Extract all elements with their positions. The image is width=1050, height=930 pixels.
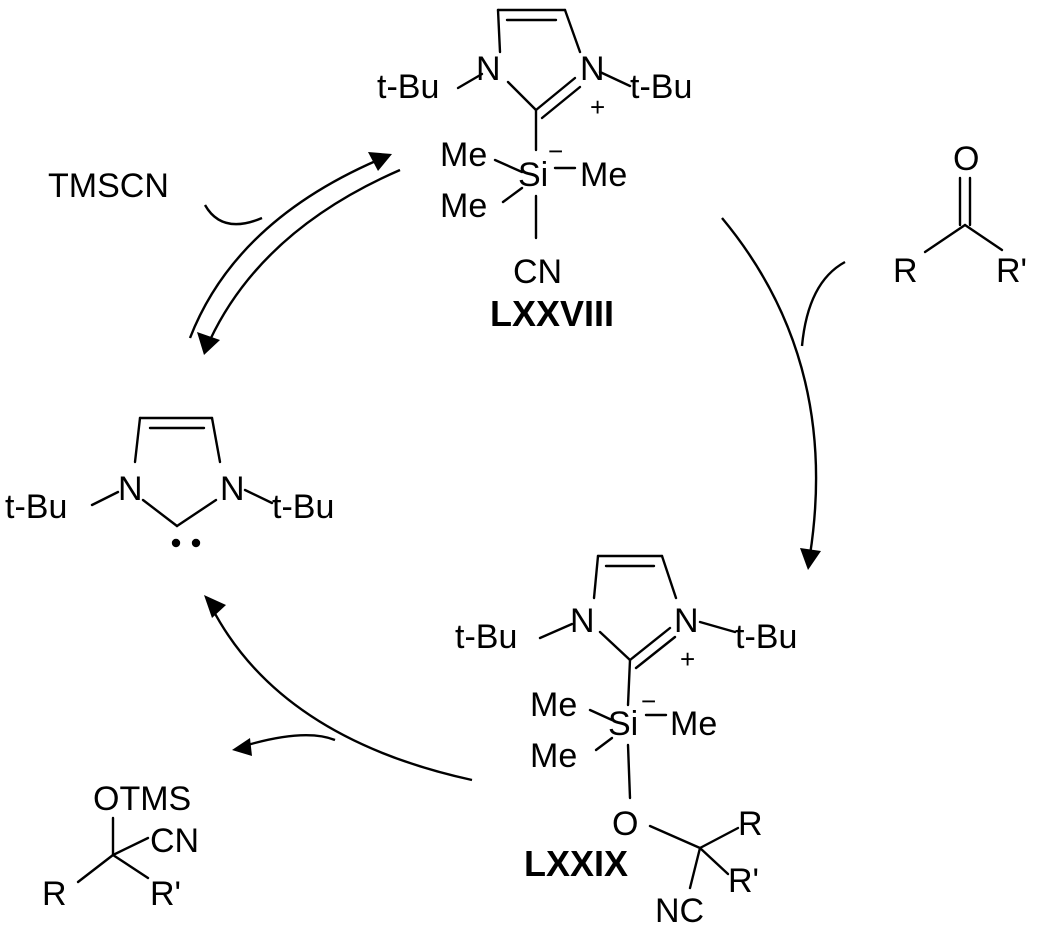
lxxix-me-1: Me	[530, 686, 577, 724]
molecule-lxxix: N N + t-Bu t-Bu Si − Me Me Me O R R' NC …	[455, 554, 797, 930]
lxxix-n-left: N	[570, 602, 595, 640]
regeneration-arrow	[210, 607, 473, 782]
tmscn-entry-arrow	[203, 204, 263, 226]
product-c-cn-bond	[111, 836, 150, 857]
lxxviii-bonds	[456, 8, 632, 240]
carbene-n-right: N	[220, 470, 245, 508]
ketone-cr-bond	[923, 223, 967, 254]
lxxix-label: LXXIX	[524, 843, 628, 884]
lxxix-o: O	[612, 805, 638, 843]
lxxviii-cn: CN	[513, 253, 562, 291]
product-otms: OTMS	[93, 780, 191, 818]
lxxix-tbu-right: t-Bu	[735, 618, 797, 656]
carbene-bonds	[90, 416, 274, 528]
lxxviii-tbu-left: t-Bu	[377, 68, 439, 106]
cycle-arrows	[188, 152, 846, 782]
lxxviii-me-2: Me	[580, 156, 627, 194]
lxxix-r-prime: R'	[728, 862, 759, 900]
product-exit-arrow	[243, 734, 336, 748]
ketone-o: O	[953, 140, 979, 178]
equilibrium-reverse-arrow	[208, 168, 401, 341]
carbene-tbu-right: t-Bu	[272, 488, 334, 526]
lxxix-r: R	[738, 805, 763, 843]
carbene-n-left: N	[118, 470, 143, 508]
lxxix-bonds	[538, 554, 740, 890]
equilibrium-forward-arrow	[188, 158, 379, 339]
ketone-r-prime: R'	[996, 252, 1027, 290]
carbene-lone-pair	[171, 538, 201, 548]
equilibrium-reverse-arrowhead	[197, 332, 220, 355]
product-r-prime: R'	[150, 875, 181, 913]
lxxix-me-3: Me	[530, 737, 577, 775]
lxxviii-minus-charge: −	[548, 136, 563, 166]
molecule-carbene: N N t-Bu t-Bu	[5, 416, 334, 548]
lxxviii-n-left: N	[476, 50, 501, 88]
ketone-r: R	[893, 252, 918, 290]
lxxix-me-2: Me	[670, 705, 717, 743]
equilibrium-forward-arrowhead	[368, 152, 392, 171]
lxxviii-plus-charge: +	[590, 92, 605, 122]
product-r: R	[42, 875, 67, 913]
product-c-r-prime-bond	[111, 853, 150, 880]
lxxviii-me-3: Me	[440, 187, 487, 225]
molecule-product: OTMS CN R R'	[42, 780, 199, 913]
reagent-tmscn: TMSCN	[48, 167, 169, 205]
regeneration-arrowhead	[204, 595, 226, 618]
lxxviii-si: Si	[518, 156, 548, 194]
molecule-lxxviii: N N + t-Bu t-Bu Si − Me Me Me CN LXXVIII	[377, 8, 692, 334]
ketone-cr-prime-bond	[963, 223, 1004, 252]
lxxviii-me-1: Me	[440, 136, 487, 174]
lxxviii-tbu-right: t-Bu	[630, 68, 692, 106]
lxxix-tbu-left: t-Bu	[455, 618, 517, 656]
addition-step-arrowhead	[800, 548, 821, 570]
lxxviii-label: LXXVIII	[490, 293, 614, 334]
carbene-tbu-left: t-Bu	[5, 488, 67, 526]
lxxix-minus-charge: −	[641, 686, 656, 716]
lxxix-nc: NC	[655, 892, 704, 930]
lxxix-n-right: N	[674, 602, 699, 640]
lxxix-si: Si	[608, 705, 638, 743]
product-cn: CN	[150, 822, 199, 860]
product-c-r-bond	[76, 853, 115, 884]
lxxix-plus-charge: +	[680, 644, 695, 674]
molecule-ketone: O R R'	[893, 140, 1027, 290]
lxxviii-n-right: N	[580, 50, 605, 88]
ketone-entry-arrow	[800, 260, 846, 347]
product-exit-arrowhead	[232, 738, 252, 756]
addition-step-arrow	[721, 217, 818, 556]
